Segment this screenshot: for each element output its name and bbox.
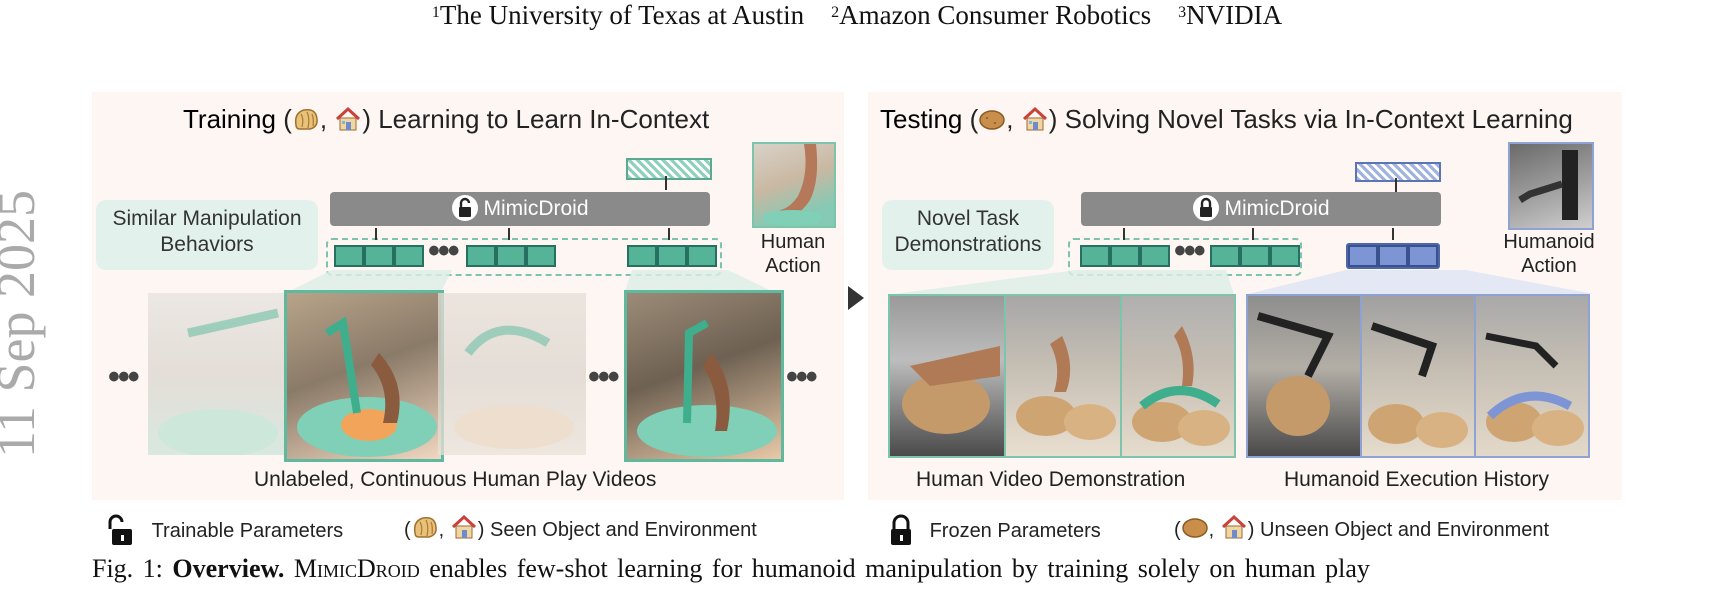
house-icon <box>451 514 476 539</box>
house-icon <box>1022 106 1047 131</box>
testing-history-tokens <box>1346 243 1440 269</box>
house-icon <box>1221 514 1246 539</box>
training-output-tokens <box>626 158 712 180</box>
legend-seen: (, ) Seen Object and Environment <box>404 513 757 542</box>
testing-pill: Novel Task Demonstrations <box>882 200 1054 270</box>
locked-lock-icon <box>1192 195 1219 221</box>
video-frame-faded-2 <box>438 293 586 455</box>
training-caption: Unlabeled, Continuous Human Play Videos <box>254 468 657 491</box>
training-pill: Similar Manipulation Behaviors <box>96 200 318 270</box>
video-ellipsis-left: ••• <box>108 358 140 396</box>
human-action-thumbnail <box>752 142 836 228</box>
testing-caption-right: Humanoid Execution History <box>1284 468 1549 491</box>
training-token-group-2 <box>466 245 556 267</box>
training-token-ellipsis: ••• <box>428 232 460 270</box>
unlocked-lock-icon <box>451 195 478 221</box>
testing-connector-shapes <box>894 270 1594 294</box>
bread-icon <box>294 108 318 130</box>
human-video-demonstration-frames <box>888 294 1236 458</box>
figure-caption: Fig. 1: Overview. MimicDroid enables few… <box>92 554 1370 583</box>
testing-title: Testing (, ) Solving Novel Tasks via In-… <box>880 104 1573 134</box>
affiliation-amazon: Amazon Consumer Robotics <box>839 0 1152 30</box>
arrow-right-icon <box>848 286 864 310</box>
training-token-box <box>326 238 722 276</box>
training-token-group-3 <box>627 245 717 267</box>
testing-token-group-2 <box>1210 245 1300 267</box>
arxiv-sidebar: 11 Sep 2025 <box>0 190 46 458</box>
house-icon <box>336 106 361 131</box>
testing-token-group-1 <box>1080 245 1170 267</box>
legend-frozen: Frozen Parameters <box>886 513 1101 547</box>
arrow-up-icon <box>1392 228 1394 240</box>
legend-trainable: Trainable Parameters <box>104 513 343 547</box>
arrow-up-icon <box>665 176 667 190</box>
training-connector-shapes <box>284 270 778 294</box>
video-frame-faded-1 <box>148 293 284 455</box>
legend-unseen: (, ) Unseen Object and Environment <box>1174 513 1614 542</box>
training-token-group-1 <box>334 245 424 267</box>
humanoid-action-thumbnail <box>1508 142 1594 230</box>
testing-caption-left: Human Video Demonstration <box>916 468 1186 491</box>
arrow-up-icon <box>1123 228 1125 240</box>
testing-output-tokens <box>1355 162 1441 182</box>
video-frame-highlight-1 <box>284 290 444 462</box>
potato-icon <box>1181 518 1208 538</box>
arrow-up-icon <box>1252 228 1254 240</box>
humanoid-execution-history-frames <box>1246 294 1590 458</box>
video-frame-highlight-2 <box>624 290 784 462</box>
testing-model-bar: MimicDroid <box>1081 192 1441 226</box>
affiliation-nvidia: NVIDIA <box>1186 0 1283 30</box>
affiliations-line: 1The University of Texas at Austin 2Amaz… <box>431 0 1283 30</box>
testing-token-ellipsis: ••• <box>1174 232 1206 270</box>
training-model-bar: MimicDroid <box>330 192 710 226</box>
unlocked-lock-icon <box>108 514 132 545</box>
arrow-up-icon <box>1395 178 1397 192</box>
arrow-up-icon <box>508 228 510 240</box>
locked-lock-icon <box>891 514 911 545</box>
bread-icon <box>413 516 437 538</box>
training-title: Training (, ) Learning to Learn In-Conte… <box>183 104 710 134</box>
affiliation-ut-austin: The University of Texas at Austin <box>439 0 805 30</box>
arrow-up-icon <box>375 228 377 240</box>
video-ellipsis-middle: ••• <box>588 358 620 396</box>
video-ellipsis-right: ••• <box>786 358 818 396</box>
potato-icon <box>979 110 1006 130</box>
arrow-up-icon <box>668 228 670 240</box>
